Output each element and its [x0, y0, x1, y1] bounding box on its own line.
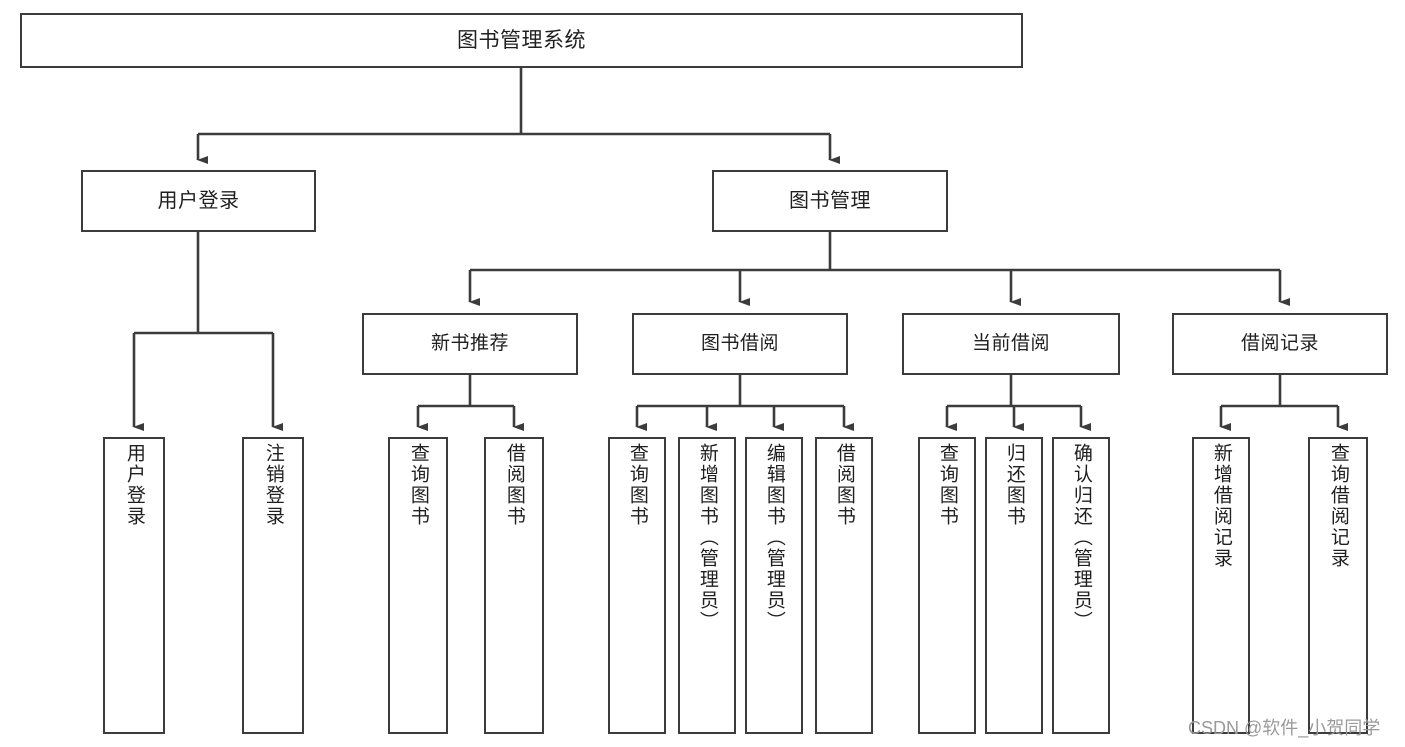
node-leaf-query-borrow-record[interactable]: 查询借阅记录	[1308, 437, 1368, 734]
node-label: 新增借阅记录	[1210, 443, 1232, 569]
node-borrow-record[interactable]: 借阅记录	[1172, 313, 1388, 375]
node-label: 查询图书	[936, 443, 958, 527]
current-borrow-connectors	[945, 375, 1091, 431]
node-leaf-query-book-recommend[interactable]: 查询图书	[388, 437, 448, 734]
node-user-login[interactable]: 用户登录	[81, 170, 316, 232]
node-label: 查询图书	[407, 443, 429, 527]
node-root-system[interactable]: 图书管理系统	[20, 13, 1023, 68]
node-label: 新书推荐	[430, 332, 509, 354]
node-book-manage[interactable]: 图书管理	[712, 170, 948, 232]
node-leaf-borrow-book-borrow[interactable]: 借阅图书	[815, 437, 873, 734]
new-book-recommend-connectors	[416, 375, 524, 431]
node-label: 图书借阅	[700, 332, 779, 354]
node-leaf-logout-login[interactable]: 注销登录	[242, 437, 304, 734]
node-label: 图书管理	[789, 190, 871, 212]
node-label: 借阅图书	[833, 443, 855, 527]
node-book-borrow[interactable]: 图书借阅	[632, 313, 848, 375]
root-connectors	[196, 68, 840, 164]
node-leaf-edit-book-admin[interactable]: 编辑图书（管理员）	[745, 437, 803, 734]
node-leaf-add-book-admin[interactable]: 新增图书（管理员）	[678, 437, 736, 734]
node-leaf-borrow-book-recommend[interactable]: 借阅图书	[484, 437, 544, 734]
node-leaf-return-book[interactable]: 归还图书	[985, 437, 1043, 734]
book-borrow-connectors	[635, 375, 854, 431]
node-leaf-add-borrow-record[interactable]: 新增借阅记录	[1192, 437, 1250, 734]
node-label: 编辑图书（管理员）	[763, 443, 785, 632]
node-leaf-query-book-current[interactable]: 查询图书	[918, 437, 976, 734]
node-label: 新增图书（管理员）	[696, 443, 718, 632]
node-label: 注销登录	[262, 443, 284, 527]
node-label: 用户登录	[157, 190, 240, 212]
node-label: 当前借阅	[971, 332, 1050, 354]
node-label: 确认归还（管理员）	[1070, 443, 1092, 632]
node-leaf-confirm-return-admin[interactable]: 确认归还（管理员）	[1052, 437, 1110, 734]
node-label: 归还图书	[1003, 443, 1025, 527]
node-label: 用户登录	[123, 443, 145, 527]
node-label: 查询借阅记录	[1327, 443, 1349, 569]
book-manage-connectors	[468, 232, 1290, 306]
user-login-connectors	[132, 232, 283, 431]
node-leaf-user-login[interactable]: 用户登录	[103, 437, 165, 734]
node-leaf-query-book-borrow[interactable]: 查询图书	[608, 437, 666, 734]
node-label: 图书管理系统	[457, 28, 586, 52]
node-label: 借阅图书	[503, 443, 525, 527]
node-new-book-recommend[interactable]: 新书推荐	[362, 313, 578, 375]
borrow-record-connectors	[1219, 375, 1348, 431]
node-current-borrow[interactable]: 当前借阅	[902, 313, 1120, 375]
watermark-text: CSDN @软件_小贺同学	[1188, 718, 1381, 738]
node-label: 查询图书	[626, 443, 648, 527]
node-label: 借阅记录	[1240, 332, 1319, 354]
